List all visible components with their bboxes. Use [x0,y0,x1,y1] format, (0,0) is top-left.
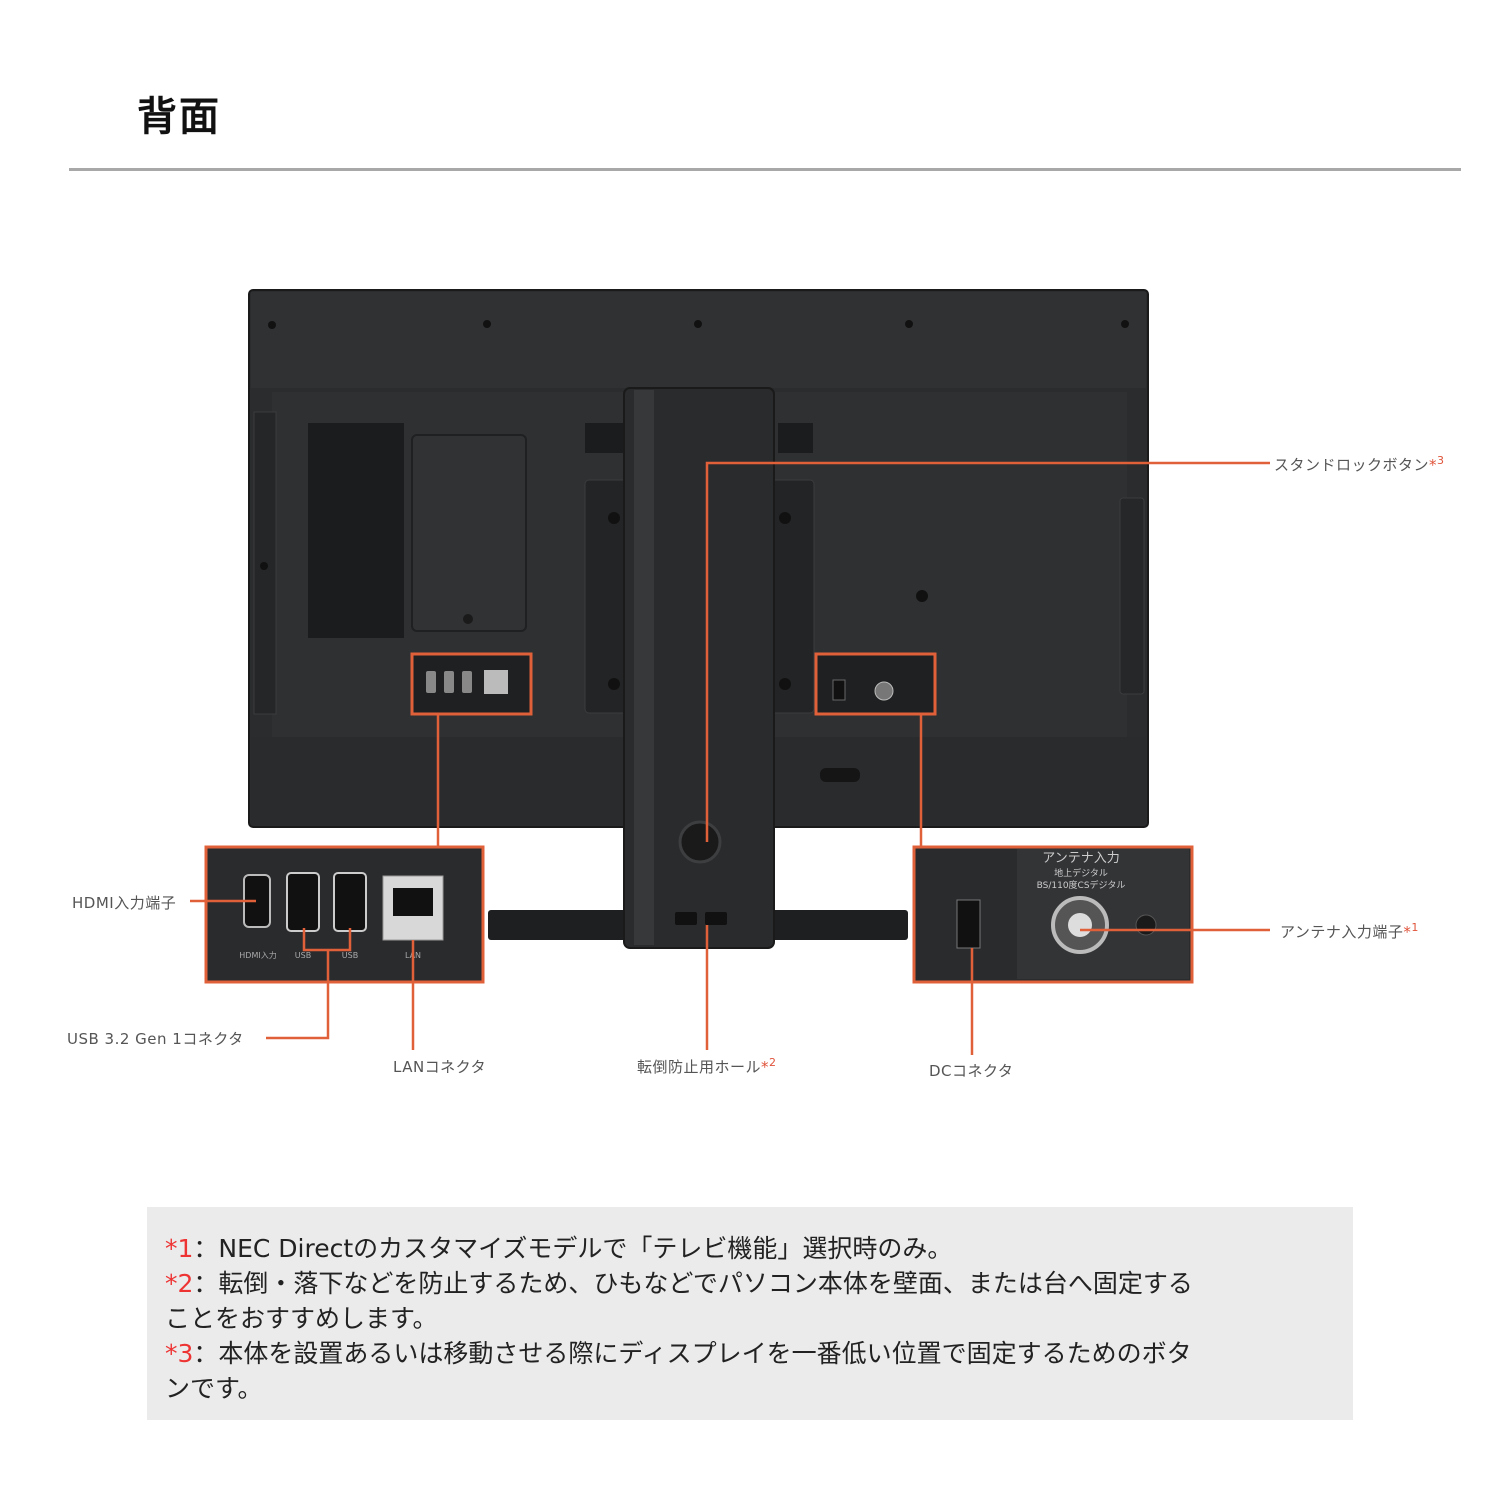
antenna-sub2: BS/110度CSデジタル [1037,879,1126,891]
callout-stand-lock: スタンドロックボタン*3 [1274,454,1445,475]
footnote-3: *3：本体を設置あるいは移動させる際にディスプレイを一番低い位置で固定するための… [165,1334,1192,1370]
vent-grille [308,423,813,638]
callout-antenna-num: 1 [1411,921,1419,934]
footnote-3-text: ：本体を設置あるいは移動させる際にディスプレイを一番低い位置で固定するためのボタ [193,1339,1192,1368]
callout-stand-lock-mark: * [1429,456,1438,474]
callout-hdmi-label: HDMI入力端子 [72,894,177,912]
callout-antenna: アンテナ入力端子*1 [1280,921,1419,942]
leader-lines [190,461,1270,1055]
footnote-3-mark: *3 [165,1339,194,1368]
footnote-2: *2：転倒・落下などを防止するため、ひもなどでパソコン本体を壁面、または台へ固定… [165,1264,1193,1300]
callout-anti-tip-mark: * [761,1058,770,1076]
callout-lan-label: LANコネクタ [393,1058,487,1076]
footnote-2-cont: ことをおすすめします。 [165,1299,438,1335]
monitor-rear-illustration: HDMI入力 USB USB LAN アンテナ入力 地上デジタル BS/110度… [190,289,1270,1055]
antenna-title: アンテナ入力 [1042,851,1119,866]
callout-antenna-label: アンテナ入力端子 [1280,923,1404,941]
callout-anti-tip-label: 転倒防止用ホール [637,1058,762,1076]
header-divider [69,168,1461,171]
footnote-3-cont-text: ンです。 [165,1374,263,1403]
callout-stand-lock-num: 3 [1437,454,1445,467]
callout-dc: DCコネクタ [929,1060,1013,1081]
antenna-sub1: 地上デジタル [1054,867,1108,879]
hdmi-port-label: HDMI入力 [239,950,276,960]
footnote-1: *1：NEC Directのカスタマイズモデルで「テレビ機能」選択時のみ。 [165,1229,952,1265]
callout-anti-tip-num: 2 [769,1056,777,1069]
footnote-2-cont-text: ことをおすすめします。 [165,1304,438,1333]
footnote-2-text: ：転倒・落下などを防止するため、ひもなどでパソコン本体を壁面、または台へ固定する [193,1269,1193,1298]
footnote-2-mark: *2 [165,1269,194,1298]
footnotes-box: *1：NEC Directのカスタマイズモデルで「テレビ機能」選択時のみ。 *2… [147,1207,1353,1420]
callout-stand-lock-label: スタンドロックボタン [1274,456,1430,474]
callout-lan: LANコネクタ [393,1056,486,1077]
callout-dc-label: DCコネクタ [929,1062,1014,1080]
rear-ports-zoom: HDMI入力 USB USB LAN [204,845,485,984]
callout-anti-tip: 転倒防止用ホール*2 [637,1056,777,1077]
footnote-3-cont: ンです。 [165,1369,263,1405]
footnote-1-text: ：NEC Directのカスタマイズモデルで「テレビ機能」選択時のみ。 [193,1234,953,1263]
footnote-1-mark: *1 [165,1234,194,1263]
page-title: 背面 [137,94,221,140]
usb1-port-label: USB [295,951,311,960]
tv-ports-zoom: アンテナ入力 地上デジタル BS/110度CSデジタル [912,845,1194,984]
callout-usb: USB 3.2 Gen 1コネクタ [67,1028,244,1049]
callout-antenna-mark: * [1403,923,1412,941]
callout-usb-label: USB 3.2 Gen 1コネクタ [67,1030,244,1048]
usb2-port-label: USB [342,951,358,960]
callout-hdmi: HDMI入力端子 [72,892,176,913]
stand [488,387,908,949]
